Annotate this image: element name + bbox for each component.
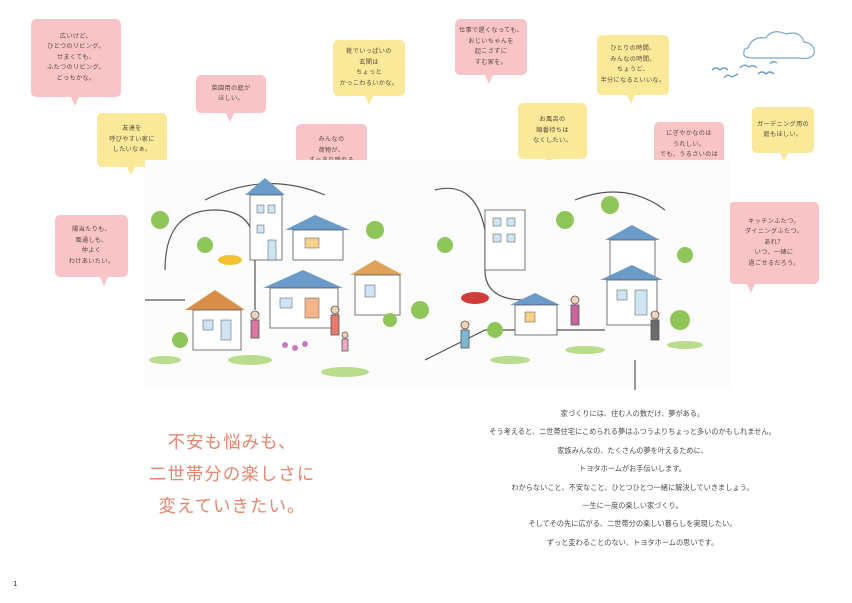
wish-bubble-living-room: 広いけど、 ひとつのリビング。 せまくても、 ふたつのリビング。 どっちかな。: [31, 19, 121, 106]
wish-bubble-two-kitchens: キッチンふたつ。 ダイニングふたつ。 あれ？ いつ、一緒に 過ごせるだろう。: [729, 202, 819, 293]
wish-bubble-text: 陽当たりも、 風通しも、 仲よく わけあいたい。: [68, 226, 115, 265]
headline-line: 二世帯分の楽しさに: [148, 465, 316, 485]
headline: 不安も悩みも、 二世帯分の楽しさに 変えていきたい。: [132, 427, 332, 523]
wish-bubble-entrance-shoes: 靴でいっぱいの 玄関は ちょっと かっこわるいかな。: [333, 40, 405, 105]
wish-bubble-text: ガーデニング用の 庭もほしい。: [757, 120, 809, 139]
wish-bubble-text: 友達を 呼びやすい家に したいなぁ。: [109, 125, 155, 154]
wish-bubble-text: ひとりの時間、 みんなの時間。 ちょうど、 半分になるといいな。: [600, 45, 666, 84]
wish-bubble-invite-friends: 友達を 呼びやすい家に したいなぁ。: [97, 113, 167, 176]
body-line: 家族みんなの、たくさんの夢を叶えるために、: [557, 445, 708, 455]
body-line: トヨタホームがお手伝いします。: [579, 464, 686, 474]
body-line: ずっと変わることのない、トヨタホームの思いです。: [546, 537, 719, 547]
wish-bubble-late-work: 仕事で遅くなっても、 おじいちゃんを 起こさずに すむ家を。: [455, 19, 527, 84]
wish-bubble-text: 菜園用の庭が ほしい。: [211, 84, 251, 103]
page-number: 1: [13, 580, 18, 588]
body-copy: 家づくりには、住む人の数だけ、夢がある。 そう考えると、二世帯住宅にこめられる夢…: [470, 405, 795, 552]
body-line: 一生に一度の楽しい家づくり。: [582, 501, 683, 511]
town-illustration: [145, 160, 730, 390]
headline-line: 不安も悩みも、: [167, 433, 297, 453]
cloud-and-birds-decoration: [711, 31, 815, 79]
headline-line: 変えていきたい。: [158, 497, 306, 517]
body-line: 家づくりには、住む人の数だけ、夢がある。: [560, 409, 705, 418]
body-line: わからないこと、不安なこと、ひとつひとつ一緒に解決していきましょう。: [511, 482, 754, 492]
wish-bubble-text: お風呂の 順番待ちは なくしたい。: [533, 116, 572, 145]
wish-bubble-bath-queue: お風呂の 順番待ちは なくしたい。: [518, 103, 587, 168]
body-line: そしてその先に広がる、二世帯分の楽しい暮らしを実現したい。: [528, 519, 737, 529]
wish-bubble-text: キッチンふたつ。 ダイニングふたつ。 あれ？ いつ、一緒に 過ごせるだろう。: [744, 217, 804, 267]
wish-bubble-text: 仕事で遅くなっても、 おじいちゃんを 起こさずに すむ家を。: [458, 27, 524, 66]
wish-bubble-time-split: ひとりの時間、 みんなの時間。 ちょうど、 半分になるといいな。: [597, 35, 669, 104]
wish-bubble-text: 広いけど、 ひとつのリビング。 せまくても、 ふたつのリビング。 どっちかな。: [47, 32, 105, 82]
wish-bubble-vegetable-garden: 菜園用の庭が ほしい。: [196, 75, 266, 122]
wish-bubble-text: 靴でいっぱいの 玄関は ちょっと かっこわるいかな。: [339, 48, 399, 87]
wish-bubble-sunlight: 陽当たりも、 風通しも、 仲よく わけあいたい。: [55, 215, 128, 286]
body-line: そう考えると、二世帯住宅にこめられる夢はふつうよりちょっと多いのかもしれません。: [489, 427, 776, 437]
wish-bubble-gardening: ガーデニング用の 庭もほしい。: [752, 107, 814, 162]
